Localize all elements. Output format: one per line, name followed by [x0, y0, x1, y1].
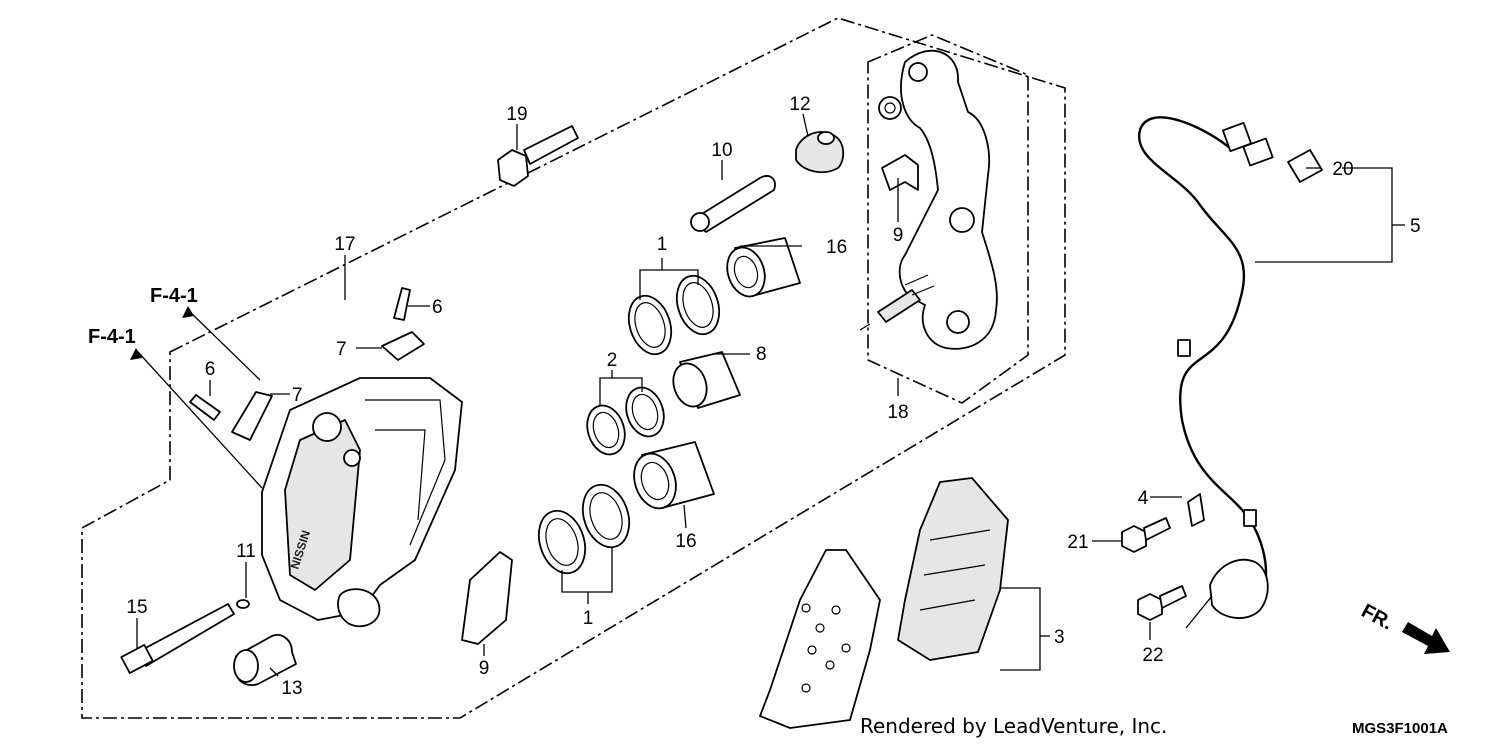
- plug-13: [233, 634, 297, 686]
- piston-8: [672, 351, 741, 409]
- callout-1-upper: 1: [657, 234, 668, 255]
- callout-3: 3: [1054, 627, 1065, 648]
- pin-12: [690, 175, 776, 233]
- arrowhead-f41-lower: [130, 348, 142, 360]
- section-ref-lower: F-4-1: [88, 326, 136, 348]
- seal-set-2: [586, 386, 665, 456]
- callout-19: 19: [506, 104, 527, 125]
- pad-spring: [881, 154, 919, 191]
- arrowhead-f41-upper: [182, 306, 194, 318]
- caliper-body: NISSIN: [261, 377, 463, 628]
- callout-2: 2: [607, 350, 618, 371]
- bleeder-cap-upper: [381, 331, 425, 361]
- section-ref-upper: F-4-1: [150, 285, 198, 307]
- bolt-22: [1137, 585, 1187, 621]
- callout-15: 15: [126, 597, 147, 618]
- seal-set-1-upper: [627, 274, 721, 356]
- callout-4: 4: [1138, 488, 1149, 509]
- callout-16-lower: 16: [675, 531, 696, 552]
- diagram-code: MGS3F1001A: [1352, 720, 1448, 737]
- brake-pad-inner: [897, 477, 1009, 661]
- direction-label: FR.: [1358, 600, 1397, 635]
- clip-10: [236, 599, 250, 609]
- callout-10: 11: [236, 541, 256, 562]
- callout-17: 17: [334, 234, 355, 255]
- callout-7-lower: 7: [292, 385, 303, 406]
- bracket-assembly-outline: [867, 34, 1029, 404]
- leader-lines: [136, 113, 1405, 677]
- callout-16-upper: 16: [826, 237, 847, 258]
- sensor-harness: [1137, 116, 1323, 619]
- bleeder-cap-lower: [231, 391, 273, 441]
- caliper-bracket: [877, 49, 998, 350]
- piston-16-upper: [726, 237, 801, 298]
- callout-18: 18: [887, 402, 908, 423]
- callout-12: 10: [711, 140, 732, 161]
- callout-9: 9: [479, 658, 490, 679]
- pad-pin-15: [120, 603, 235, 674]
- callout-8: 8: [756, 344, 767, 365]
- bleeder-screw-lower: [189, 394, 221, 421]
- seal-set-1-lower: [537, 483, 631, 575]
- bolt-21: [1121, 517, 1171, 553]
- callout-7-upper: 7: [336, 339, 347, 360]
- front-direction-marker: FR.: [1358, 600, 1450, 654]
- callout-11: 9: [893, 225, 904, 246]
- brake-pad-outer: [759, 549, 881, 729]
- boot-14: [795, 131, 845, 174]
- footer-credit: Rendered by LeadVenture, Inc.: [860, 714, 1167, 738]
- caliper-assembly-outline: [81, 17, 1066, 719]
- callout-21: 21: [1067, 532, 1088, 553]
- callout-13: 13: [281, 678, 302, 699]
- pin-bolt-19: [497, 125, 579, 187]
- bleeder-screw-upper: [393, 287, 411, 321]
- callout-14: 12: [789, 94, 810, 115]
- front-arrow-icon: [1402, 622, 1450, 654]
- callout-6-upper: 6: [432, 297, 443, 318]
- pad-retainer-9: [461, 551, 513, 645]
- piston-16-lower: [633, 441, 715, 510]
- callout-22: 22: [1142, 645, 1163, 666]
- callout-6-lower: 6: [205, 359, 216, 380]
- callout-5: 5: [1410, 216, 1421, 237]
- callout-20: 20: [1332, 159, 1353, 180]
- callout-1-lower: 1: [583, 608, 594, 629]
